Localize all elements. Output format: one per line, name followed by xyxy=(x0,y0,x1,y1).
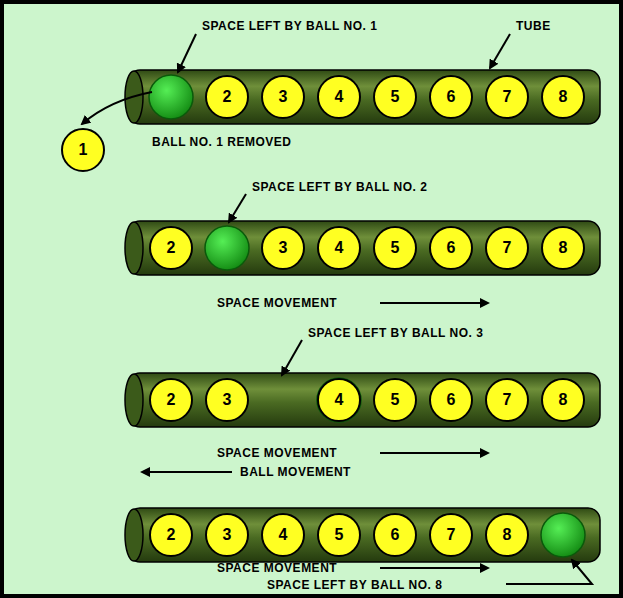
ball-number: 2 xyxy=(149,513,193,557)
numbered-ball: 6 xyxy=(429,75,473,119)
empty-space xyxy=(149,75,193,119)
leader-arrow xyxy=(506,560,592,584)
ball-number: 3 xyxy=(205,513,249,557)
ball-number: 2 xyxy=(149,226,193,270)
tube xyxy=(128,508,600,562)
leader-arrow xyxy=(178,34,196,72)
numbered-ball: 5 xyxy=(317,513,361,557)
ball-number: 6 xyxy=(429,226,473,270)
empty-space xyxy=(541,513,585,557)
ball-number: 4 xyxy=(317,226,361,270)
ball-number: 8 xyxy=(541,75,585,119)
ball-number: 4 xyxy=(317,75,361,119)
numbered-ball: 1 xyxy=(61,128,105,172)
ball-number: 4 xyxy=(261,513,305,557)
movement-arrow xyxy=(380,452,488,454)
numbered-ball: 7 xyxy=(485,378,529,422)
removal-arrow xyxy=(82,92,152,124)
ball-number: 3 xyxy=(261,226,305,270)
movement-arrow xyxy=(380,302,488,304)
numbered-ball: 4 xyxy=(261,513,305,557)
numbered-ball: 2 xyxy=(149,513,193,557)
ball-number: 7 xyxy=(485,378,529,422)
ball-number: 5 xyxy=(373,226,417,270)
movement-arrow xyxy=(142,471,232,473)
ball-number: 8 xyxy=(541,378,585,422)
numbered-ball: 5 xyxy=(373,226,417,270)
ball-number: 8 xyxy=(541,226,585,270)
annotation-label: BALL NO. 1 REMOVED xyxy=(150,135,293,149)
numbered-ball: 7 xyxy=(485,75,529,119)
numbered-ball: 6 xyxy=(373,513,417,557)
numbered-ball: 3 xyxy=(261,75,305,119)
ball-number: 1 xyxy=(61,128,105,172)
numbered-ball: 8 xyxy=(541,226,585,270)
leader-arrow xyxy=(490,34,510,68)
numbered-ball: 3 xyxy=(261,226,305,270)
numbered-ball: 8 xyxy=(541,75,585,119)
ball-number: 7 xyxy=(485,75,529,119)
empty-space xyxy=(205,226,249,270)
ball-number: 3 xyxy=(261,75,305,119)
ball-number: 6 xyxy=(429,378,473,422)
numbered-ball: 4 xyxy=(317,226,361,270)
tube xyxy=(128,373,600,427)
annotation-label: BALL MOVEMENT xyxy=(238,465,353,479)
leader-arrow xyxy=(282,340,302,375)
leader-arrow xyxy=(229,194,246,222)
tube-end xyxy=(125,509,143,561)
numbered-ball: 4 xyxy=(317,75,361,119)
annotation-label: TUBE xyxy=(514,19,553,33)
numbered-ball: 2 xyxy=(149,378,193,422)
numbered-ball: 2 xyxy=(149,226,193,270)
empty-space xyxy=(317,378,361,422)
numbered-ball: 8 xyxy=(541,378,585,422)
tube-end xyxy=(125,222,143,274)
ball-number: 5 xyxy=(317,513,361,557)
numbered-ball: 3 xyxy=(205,513,249,557)
ball-number: 7 xyxy=(485,226,529,270)
numbered-ball: 2 xyxy=(205,75,249,119)
numbered-ball: 7 xyxy=(485,226,529,270)
ball-number: 5 xyxy=(373,378,417,422)
ball-number: 7 xyxy=(429,513,473,557)
numbered-ball: 8 xyxy=(485,513,529,557)
numbered-ball: 5 xyxy=(373,75,417,119)
numbered-ball: 6 xyxy=(429,378,473,422)
annotation-label: SPACE MOVEMENT xyxy=(215,561,339,575)
tube xyxy=(128,221,600,275)
numbered-ball: 5 xyxy=(373,378,417,422)
tube xyxy=(128,70,600,124)
numbered-ball: 3 xyxy=(205,378,249,422)
numbered-ball: 6 xyxy=(429,226,473,270)
ball-number: 2 xyxy=(205,75,249,119)
ball-number: 3 xyxy=(205,378,249,422)
annotation-label: SPACE LEFT BY BALL NO. 3 xyxy=(306,326,485,340)
ball-number: 2 xyxy=(149,378,193,422)
annotation-label: SPACE MOVEMENT xyxy=(215,446,339,460)
ball-number: 5 xyxy=(373,75,417,119)
numbered-ball: 7 xyxy=(429,513,473,557)
ball-number: 6 xyxy=(429,75,473,119)
ball-number: 8 xyxy=(485,513,529,557)
movement-arrow xyxy=(380,567,488,569)
annotation-label: SPACE LEFT BY BALL NO. 8 xyxy=(265,578,444,592)
ball-number: 4 xyxy=(317,378,361,422)
annotation-label: SPACE LEFT BY BALL NO. 2 xyxy=(250,180,429,194)
annotation-label: SPACE MOVEMENT xyxy=(215,296,339,310)
numbered-ball: 4 xyxy=(317,378,361,422)
annotation-label: SPACE LEFT BY BALL NO. 1 xyxy=(200,19,379,33)
ball-number: 6 xyxy=(373,513,417,557)
tube-end xyxy=(125,374,143,426)
